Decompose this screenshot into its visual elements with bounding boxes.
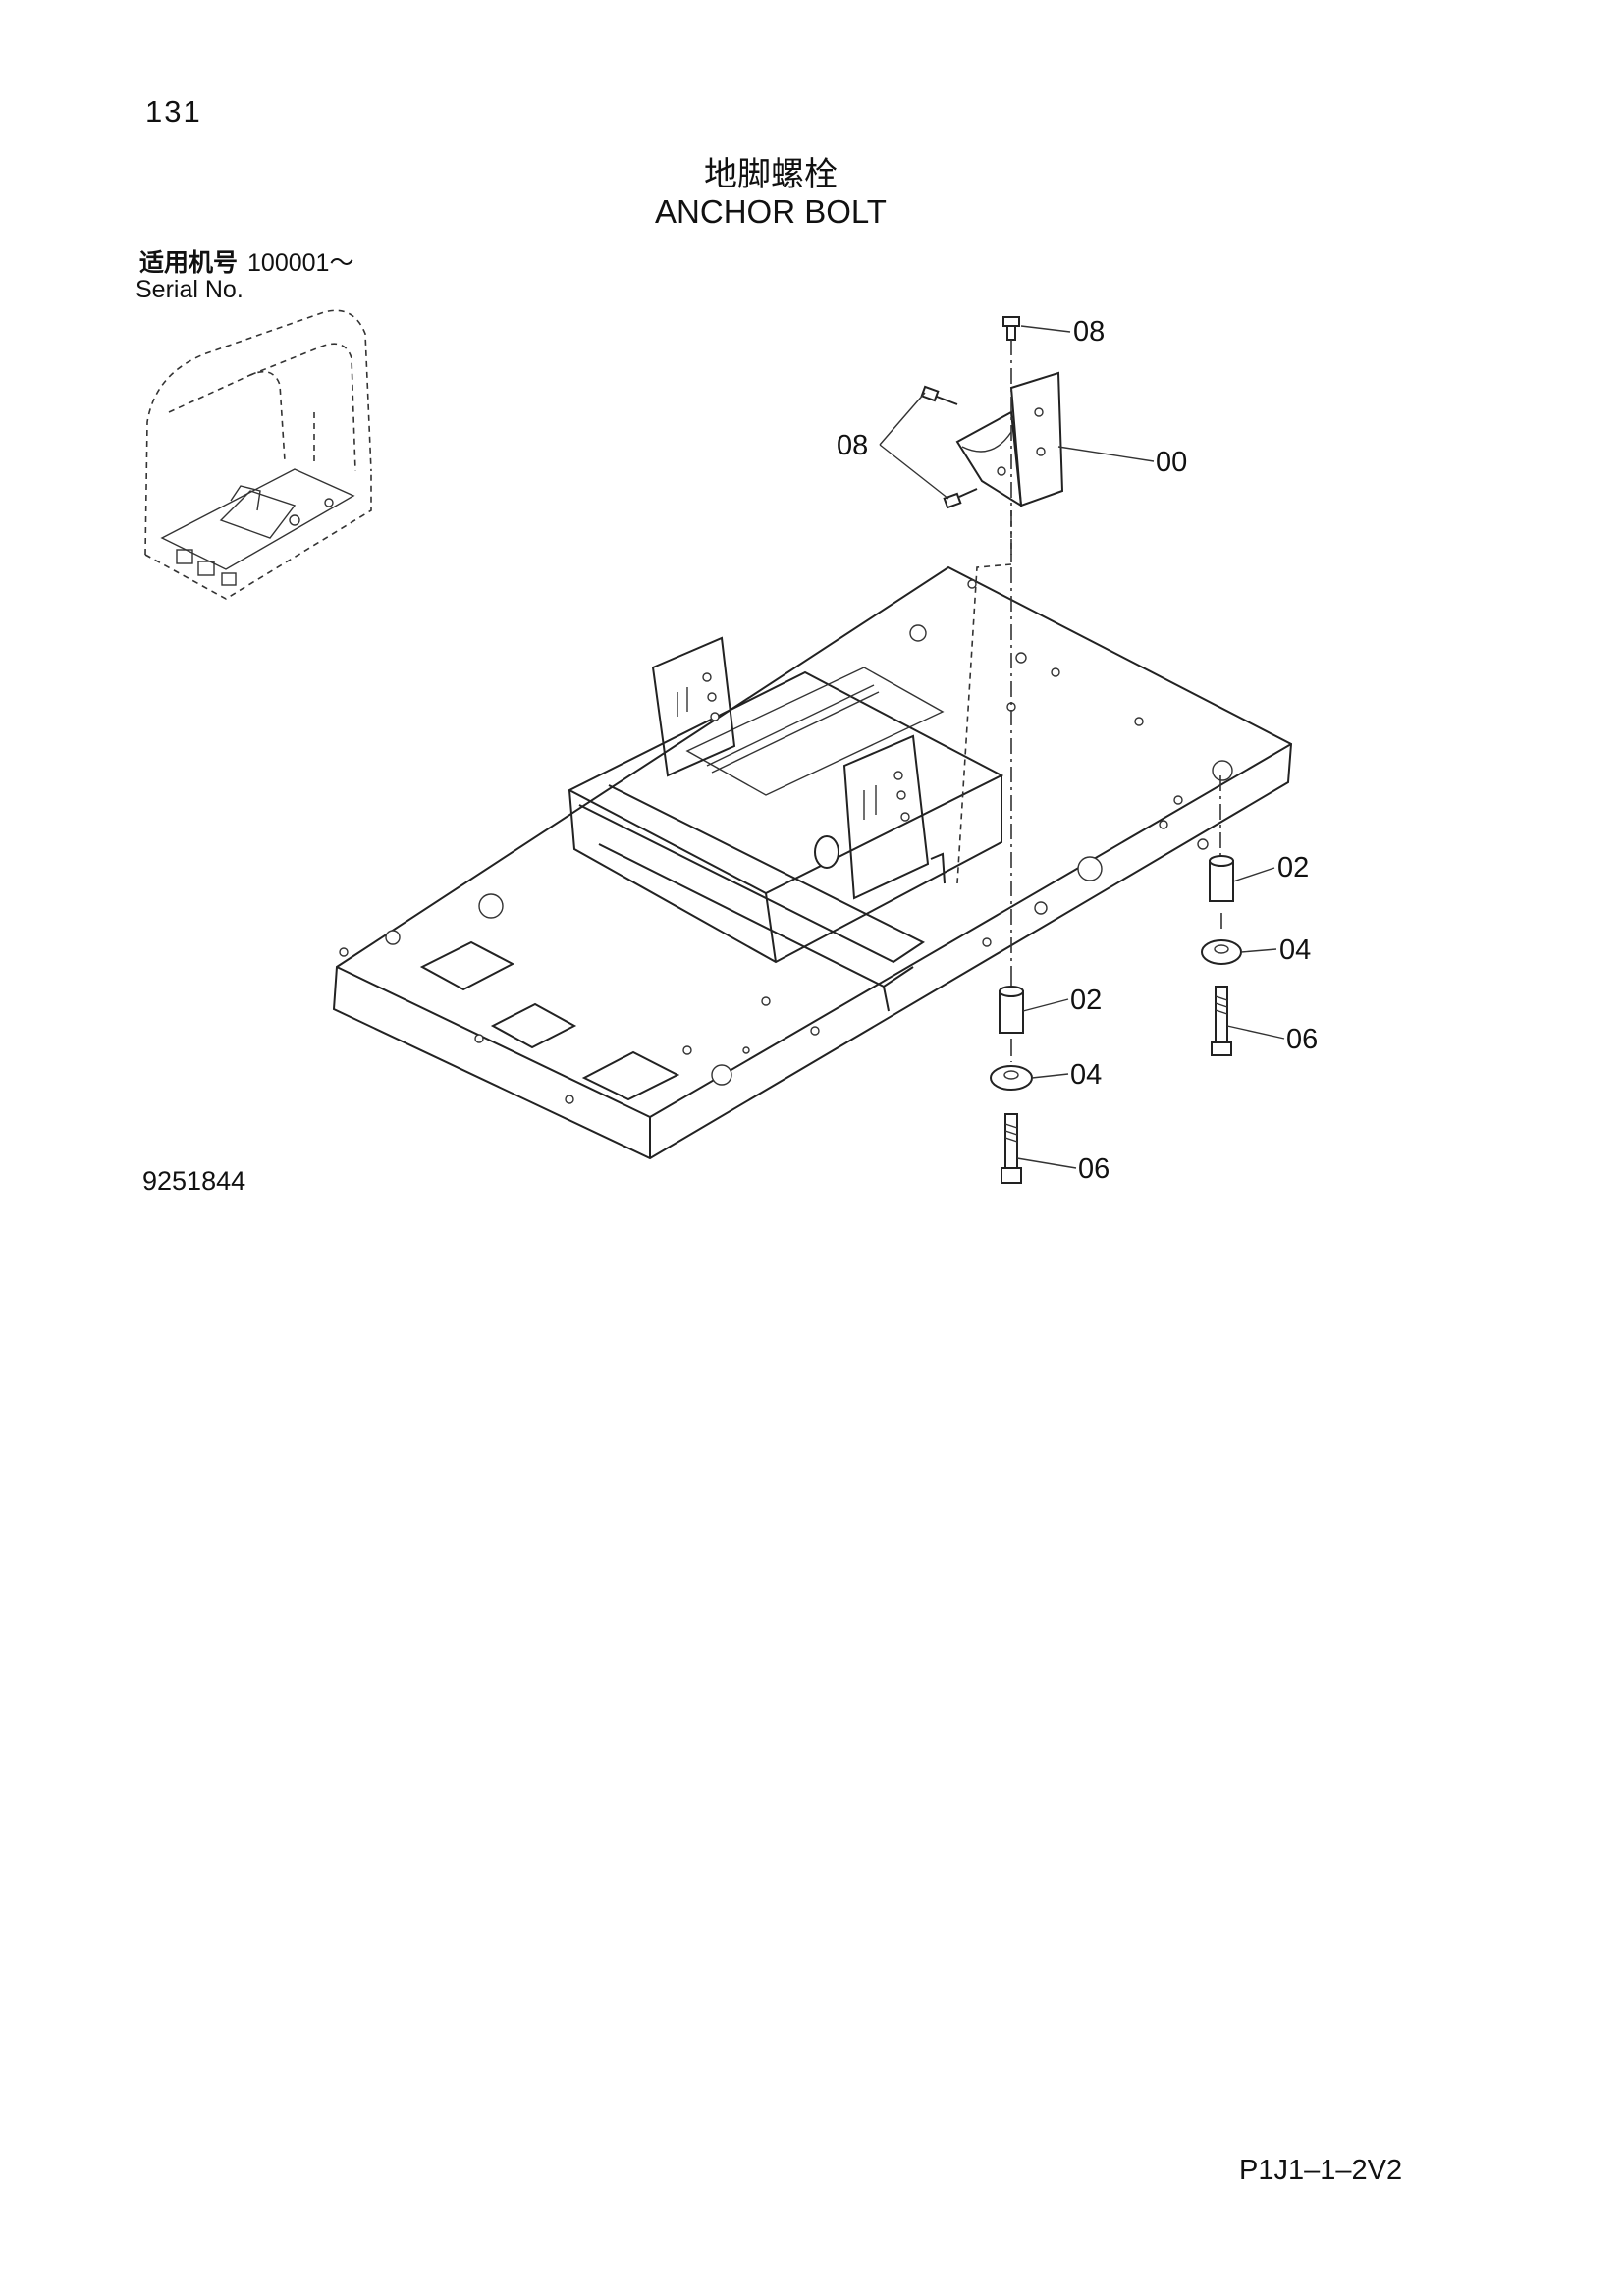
page-title-chinese: 地脚螺栓: [704, 155, 838, 194]
spacer-02-right: [1209, 855, 1234, 902]
cab-floor-plate: [332, 565, 1293, 1160]
page-title-english: ANCHOR BOLT: [655, 193, 887, 230]
bolt-06-right: [1211, 986, 1232, 1056]
bolt-08-top: [1002, 316, 1020, 341]
callout-labels: 08 08 00 02 04 06 02 04 06: [837, 316, 1318, 1185]
callout-label: 02: [1070, 985, 1102, 1016]
spacer-02-front: [999, 986, 1024, 1034]
page-number: 131: [145, 94, 202, 129]
callout-label: 00: [1156, 447, 1187, 478]
bolt-08-upper-left: [920, 385, 958, 405]
bolt-06-front: [1001, 1113, 1022, 1184]
bracket-part: [955, 371, 1064, 507]
page-code: P1J1–1–2V2: [1239, 2155, 1403, 2186]
bolt-08-lower-left: [943, 488, 978, 509]
washer-04-right: [1201, 913, 1242, 965]
serial-label-chinese: 适用机号: [139, 248, 239, 277]
drawing-number: 9251844: [142, 1166, 246, 1196]
callout-label: 06: [1286, 1024, 1318, 1055]
serial-number-block: 适用机号 100001～ Serial No.: [135, 248, 354, 303]
washer-04-front: [990, 1041, 1033, 1091]
cab-thumbnail-illustration: [144, 309, 372, 600]
callout-label: 02: [1277, 852, 1309, 883]
callout-label: 06: [1078, 1153, 1110, 1185]
phantom-outline: [956, 510, 1012, 884]
serial-value: 100001～: [247, 249, 354, 277]
callout-label: 08: [837, 430, 868, 461]
seat-stand-assembly: [567, 636, 1004, 1012]
callout-label: 08: [1073, 316, 1105, 347]
serial-label-english: Serial No.: [135, 276, 244, 303]
callout-label: 04: [1070, 1059, 1102, 1091]
callout-label: 04: [1279, 934, 1311, 966]
